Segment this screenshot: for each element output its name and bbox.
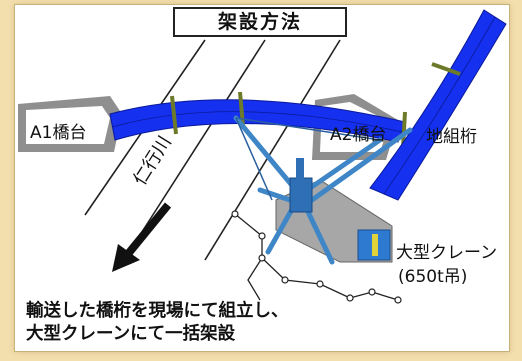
label-crane-name: 大型クレーン (396, 243, 498, 263)
caption: 輸送した橋桁を現場にて組立し、 大型クレーンにて一括架設 (26, 300, 289, 346)
label-assembled-girder: 地組桁 (426, 127, 477, 147)
label-a2-abutment: A2橋台 (330, 125, 387, 145)
assembled-girder (369, 9, 507, 201)
crane-cab (289, 177, 313, 213)
caption-line-1: 輸送した橋桁を現場にて組立し、 (26, 301, 289, 321)
river-flow-arrow (112, 244, 140, 272)
diagram-title: 架設方法 (173, 7, 347, 37)
label-a1-abutment: A1橋台 (30, 123, 87, 143)
label-crane-capacity: (650t吊) (398, 267, 468, 287)
caption-line-2: 大型クレーンにて一括架設 (26, 324, 236, 344)
